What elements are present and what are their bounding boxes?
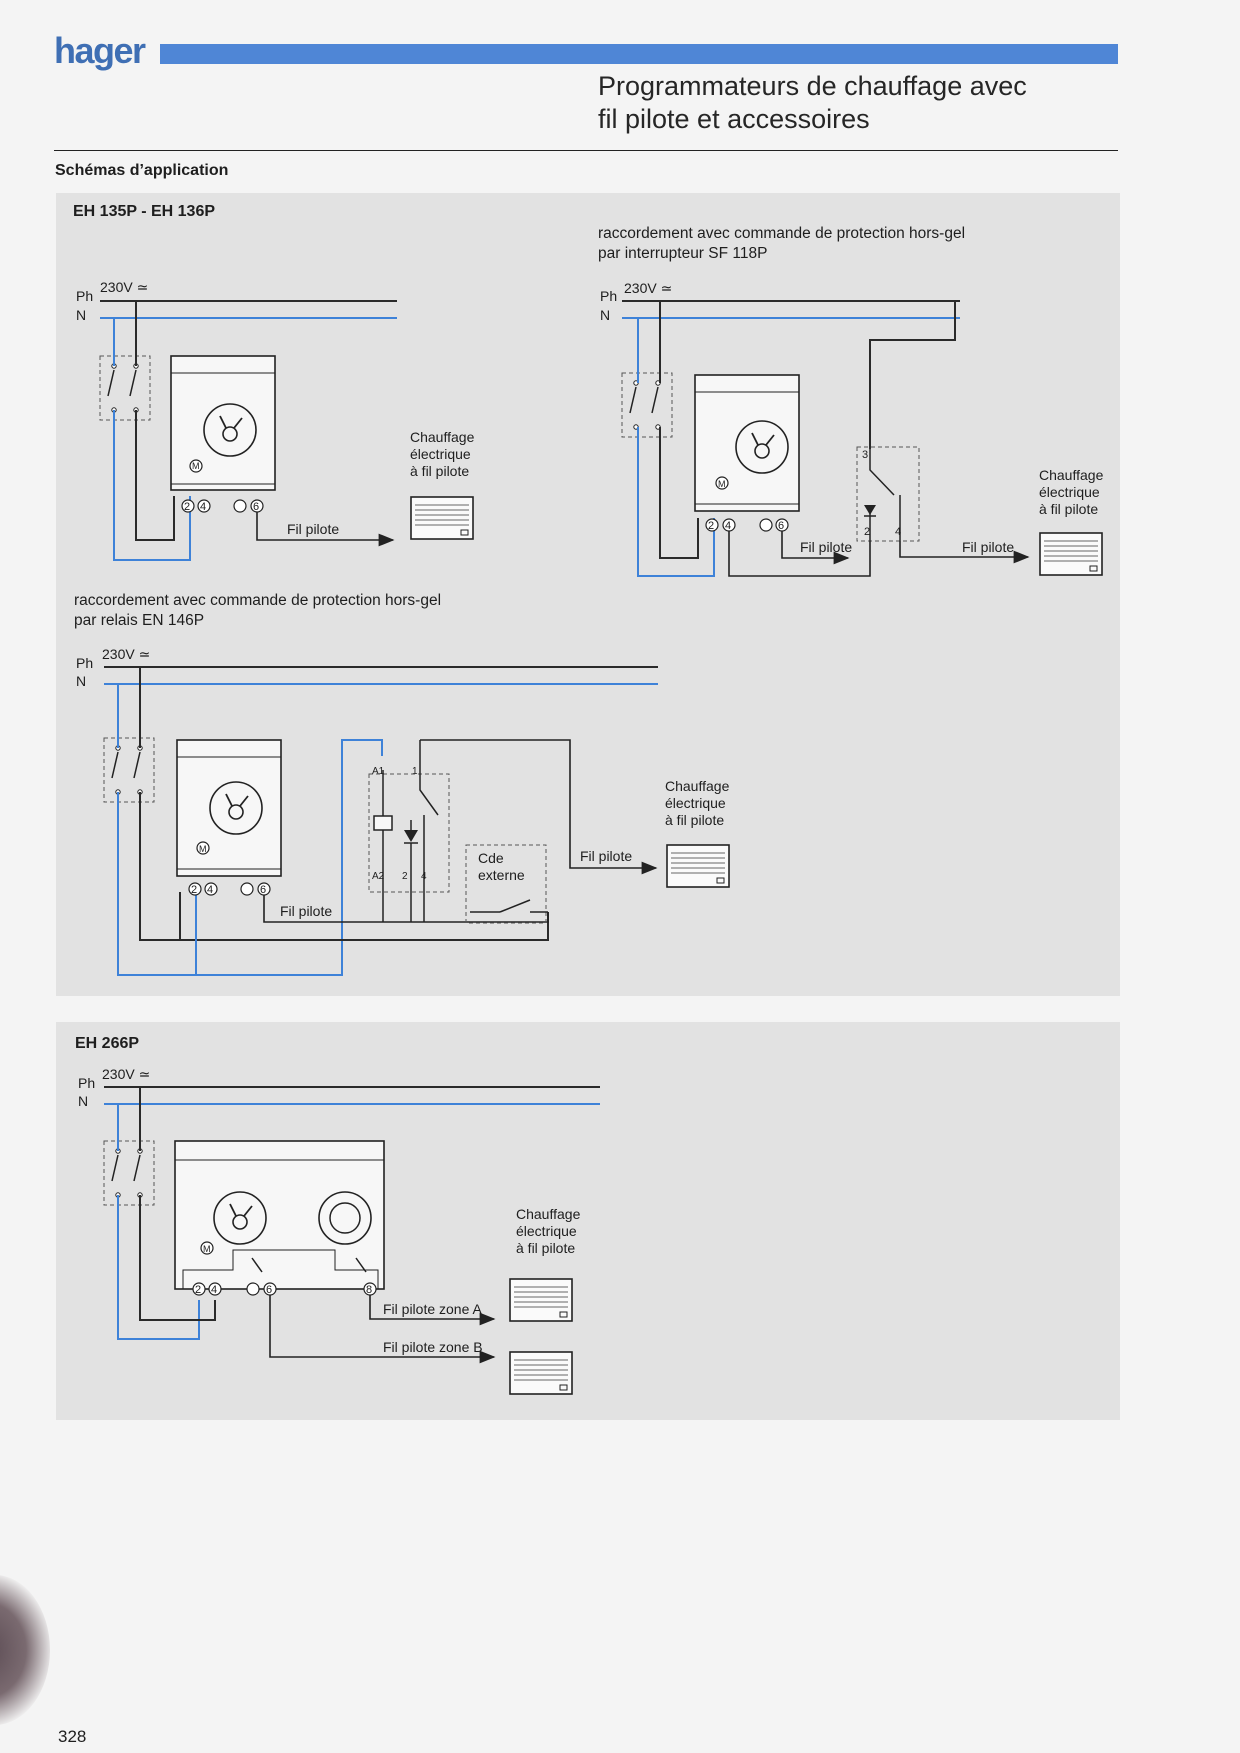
diagram-3-motor: M: [199, 844, 207, 854]
diagram-2-term-6: 6: [778, 520, 785, 532]
diagram-2-wiring: [621, 300, 1103, 577]
diagram-1-heater-label: Chauffage électrique à fil pilote: [410, 429, 475, 479]
diagram-3-voltage: 230V ≃: [102, 646, 151, 662]
diagram-2-wire-a: Fil pilote: [800, 539, 853, 555]
diagram-3-relay-1: 1: [412, 766, 418, 777]
diagram-1-motor: M: [192, 461, 200, 471]
header-bar: [160, 44, 1118, 64]
diagram-4-term-6: 6: [266, 1284, 273, 1296]
diagram-2-heater-label: Chauffage électrique à fil pilote: [1039, 467, 1104, 517]
page-number: 328: [58, 1727, 87, 1746]
diagram-1-n: N: [76, 307, 87, 323]
diagram-2-term-4: 4: [725, 520, 732, 532]
title-line-1: Programmateurs de chauffage avec: [598, 71, 1027, 101]
diagram-3-relay-a1: A1: [372, 766, 385, 777]
header-rule: [54, 150, 1118, 151]
diagram-4-heater-label: Chauffage électrique à fil pilote: [516, 1206, 581, 1256]
diagram-4-zone-b: Fil pilote zone B: [383, 1339, 483, 1355]
diagram-3-wire-b: Fil pilote: [280, 903, 333, 919]
diagram-2-wire-b: Fil pilote: [962, 539, 1015, 555]
diagram-2-motor: M: [718, 479, 726, 489]
diagram-3-wiring: [103, 666, 730, 976]
diagram-1-ph: Ph: [76, 288, 94, 304]
page-title: Programmateurs de chauffage avec fil pil…: [598, 70, 1027, 136]
title-line-2: fil pilote et accessoires: [598, 104, 870, 134]
diagram-3-relay-a2: A2: [372, 871, 385, 882]
diagram-3-wire-a: Fil pilote: [580, 848, 633, 864]
diagram-1-term-4: 4: [200, 501, 207, 513]
diagram-3-caption: raccordement avec commande de protection…: [74, 592, 442, 629]
diagram-2-term-2: 2: [708, 520, 715, 532]
diagram-4-model: EH 266P: [75, 1035, 140, 1052]
diagram-1-term-6: 6: [253, 501, 260, 513]
diagram-3-n: N: [76, 673, 87, 689]
diagram-4-term-8: 8: [366, 1284, 373, 1296]
diagram-4-motor: M: [203, 1244, 211, 1254]
hager-logo: hager: [54, 30, 146, 71]
diagram-4-n: N: [78, 1093, 89, 1109]
diagram-4-term-2: 2: [195, 1284, 202, 1296]
diagram-2-n: N: [600, 307, 611, 323]
diagram-2-sw-3: 3: [862, 449, 869, 461]
diagram-4-voltage: 230V ≃: [102, 1066, 151, 1082]
diagram-3-relay-4: 4: [421, 871, 427, 882]
diagram-4-zone-a: Fil pilote zone A: [383, 1301, 482, 1317]
diagram-1-model: EH 135P - EH 136P: [73, 203, 216, 220]
diagram-1-wire: Fil pilote: [287, 521, 340, 537]
diagram-4-term-4: 4: [211, 1284, 218, 1296]
diagram-1-wiring: [99, 300, 474, 561]
diagram-3-term-4: 4: [207, 884, 214, 896]
diagram-4-ph: Ph: [78, 1075, 96, 1091]
diagram-1-term-2: 2: [184, 501, 191, 513]
diagram-2-caption: raccordement avec commande de protection…: [598, 225, 966, 262]
diagram-2-ph: Ph: [600, 288, 618, 304]
diagram-3-heater-label: Chauffage électrique à fil pilote: [665, 778, 730, 828]
diagram-3-ph: Ph: [76, 655, 94, 671]
diagram-4-wiring: [103, 1086, 600, 1395]
diagram-3-cde-externe: Cde externe: [478, 850, 525, 883]
diagram-2-sw-2: 2: [864, 526, 871, 538]
diagram-2-voltage: 230V ≃: [624, 280, 673, 296]
section-title: Schémas d’application: [55, 162, 229, 179]
diagram-3-relay-2: 2: [402, 871, 408, 882]
diagram-2-sw-4: 4: [895, 526, 902, 538]
diagram-1-voltage: 230V ≃: [100, 279, 149, 295]
diagram-3-term-2: 2: [191, 884, 198, 896]
diagram-3-term-6: 6: [260, 884, 267, 896]
